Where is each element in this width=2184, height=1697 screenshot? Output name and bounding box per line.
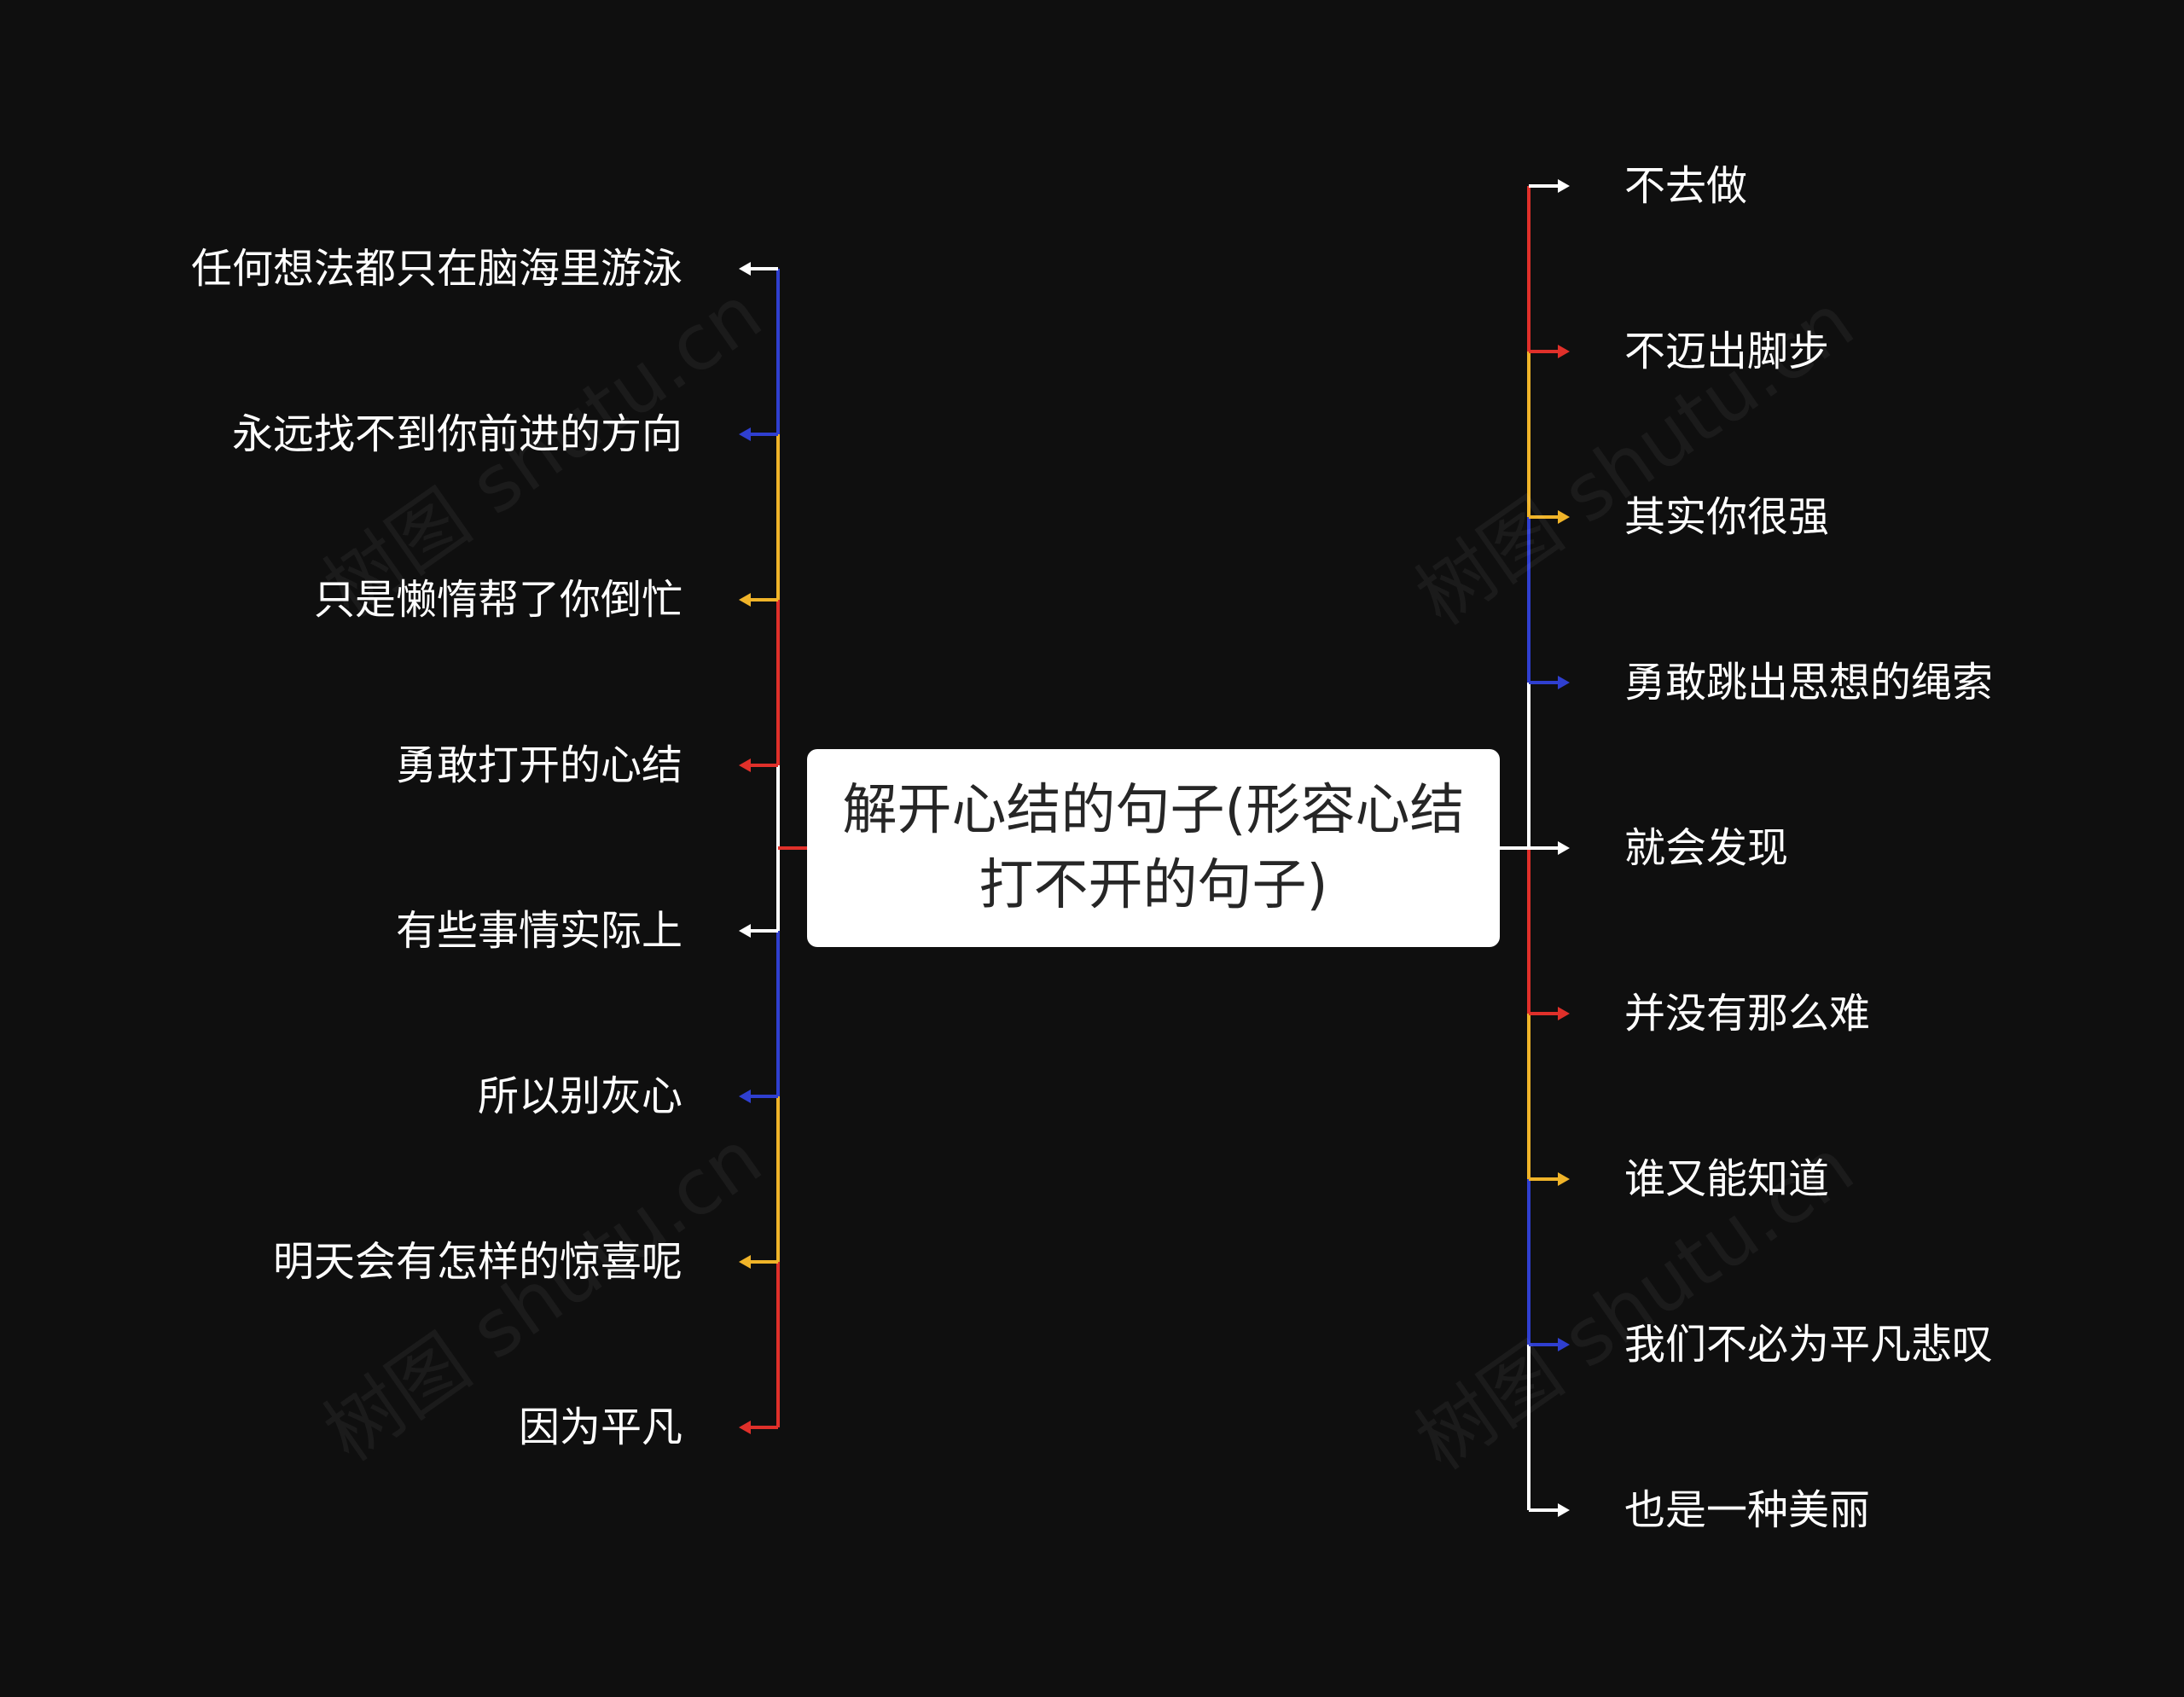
topic-node[interactable]: 明天会有怎样的惊喜呢 (272, 1238, 682, 1286)
arrow-head-icon (1558, 1503, 1570, 1517)
arrow-head-icon (739, 262, 751, 276)
arrow-head-icon (1558, 179, 1570, 193)
arrow-head-icon (739, 593, 751, 607)
arrow-head-icon (739, 427, 751, 441)
topic-node[interactable]: 任何想法都只在脑海里游泳 (190, 245, 682, 293)
central-topic-label: 解开心结的句子(形容心结打不开的句子) (842, 779, 1465, 917)
topic-node[interactable]: 其实你很强 (1624, 493, 1830, 541)
arrow-head-icon (739, 1090, 751, 1103)
topic-node[interactable]: 所以别灰心 (477, 1072, 682, 1120)
topic-node[interactable]: 勇敢打开的心结 (395, 741, 682, 789)
arrow-head-icon (739, 758, 751, 772)
arrow-head-icon (1558, 1338, 1570, 1351)
topic-node[interactable]: 并没有那么难 (1624, 990, 1871, 1037)
arrow-head-icon (739, 1255, 751, 1269)
topic-node[interactable]: 只是懒惰帮了你倒忙 (313, 576, 682, 624)
arrow-head-icon (739, 1421, 751, 1434)
topic-node[interactable]: 就会发现 (1624, 824, 1789, 872)
arrow-head-icon (1558, 841, 1570, 855)
topic-node[interactable]: 永远找不到你前进的方向 (231, 410, 682, 458)
arrow-head-icon (1558, 1007, 1570, 1020)
topic-node[interactable]: 也是一种美丽 (1624, 1486, 1871, 1534)
arrow-head-icon (1558, 676, 1570, 689)
arrow-head-icon (1558, 1172, 1570, 1186)
topic-node[interactable]: 因为平凡 (518, 1404, 682, 1451)
topic-node[interactable]: 谁又能知道 (1624, 1155, 1830, 1203)
arrow-head-icon (739, 924, 751, 938)
topic-node[interactable]: 不迈出脚步 (1624, 328, 1830, 375)
arrow-head-icon (1558, 510, 1570, 524)
topic-node[interactable]: 有些事情实际上 (395, 907, 682, 955)
topic-node[interactable]: 勇敢跳出思想的绳索 (1624, 659, 1994, 706)
topic-node[interactable]: 不去做 (1624, 162, 1748, 210)
arrow-head-icon (1558, 345, 1570, 358)
central-topic-node[interactable]: 解开心结的句子(形容心结打不开的句子) (807, 749, 1500, 947)
topic-node[interactable]: 我们不必为平凡悲叹 (1624, 1321, 1994, 1369)
